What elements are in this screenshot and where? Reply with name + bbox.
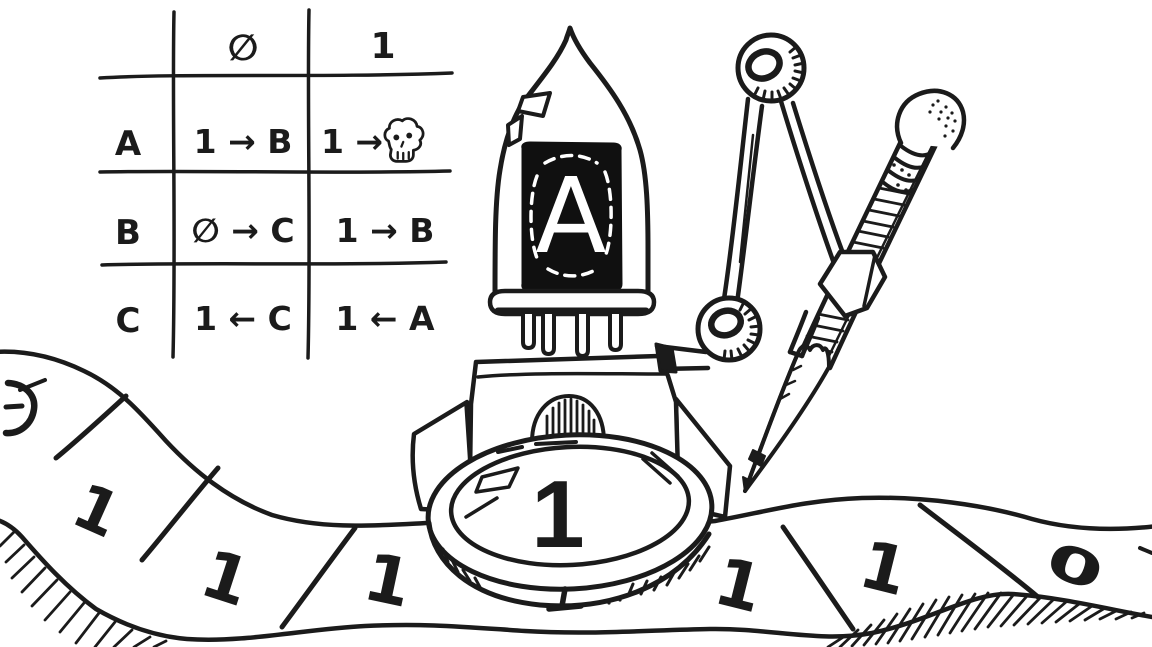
compass — [695, 32, 850, 363]
compass-leg-stub — [787, 309, 821, 359]
machine-arm — [654, 342, 711, 374]
tube-glow-arcs — [529, 153, 613, 278]
tube-glass-highlight — [516, 91, 552, 118]
table-grid-lines — [98, 8, 454, 360]
tape-cell-dividers — [53, 393, 1041, 632]
pencil-tip — [748, 449, 766, 467]
pencil — [742, 88, 967, 493]
lens-magnified-digit: 1 — [531, 461, 584, 568]
table-cell-c-one: 1 ← A — [335, 299, 435, 338]
ground-hatching-right — [826, 591, 1146, 647]
tube-pins — [521, 312, 623, 358]
pencil-cone — [742, 343, 831, 493]
pencil-ferrule — [882, 144, 933, 194]
pencil-eraser — [894, 88, 967, 151]
table-cell-a-zero: 1 → B — [194, 122, 293, 161]
tape: 1 1 1 1 1 0 — [0, 349, 1152, 642]
compass-leg-left — [721, 96, 765, 306]
tape-cell-partial-zero — [2, 379, 38, 437]
tape-digit-under-lens-base — [546, 586, 584, 612]
table-row-c-label: C — [116, 301, 141, 341]
table-col-header-one: 1 — [370, 26, 395, 67]
table-row-a-label: A — [115, 124, 142, 164]
table-cell-b-one: 1 → B — [336, 211, 435, 250]
compass-wheel-joint — [695, 295, 763, 363]
lens-glass-highlights — [464, 451, 680, 519]
table-row-b-label: B — [115, 213, 141, 253]
table-cell-b-zero: ∅ → C — [191, 211, 294, 250]
table-cell-a-one: 1 → — [321, 122, 383, 161]
tape-band — [0, 349, 1152, 642]
ground-hatching-left — [0, 530, 168, 647]
lens-band-hatching — [441, 545, 711, 605]
pencil-clamp — [817, 249, 888, 319]
transition-table: ∅ 1 A 1 → B 1 → B ∅ → C 1 → B C 1 ← C 1 … — [98, 8, 454, 360]
lens-rim-dashes — [496, 440, 578, 454]
housing-seam — [476, 371, 667, 379]
magnifier-lens: 1 — [425, 432, 715, 612]
tube-state-letter: A — [535, 155, 606, 277]
table-cell-c-zero: 1 ← C — [194, 299, 292, 338]
lens-glass — [448, 444, 692, 568]
tube-glass-highlight-small — [506, 114, 524, 147]
vacuum-tube: A — [487, 25, 657, 358]
skull-icon — [383, 117, 425, 163]
compass-leg-right — [777, 95, 850, 272]
compass-knob-top — [735, 32, 807, 104]
table-col-header-zero: ∅ — [228, 28, 259, 69]
